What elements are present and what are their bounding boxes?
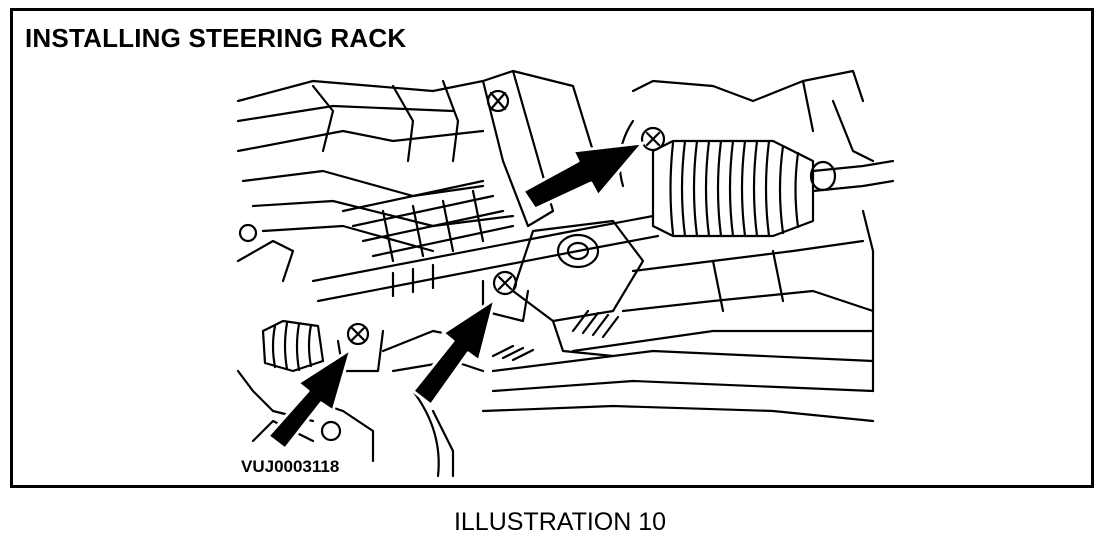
image-reference-code: VUJ0003118 (241, 457, 340, 476)
diagram-title: INSTALLING STEERING RACK (25, 23, 407, 53)
steering-rack-drawing (236, 69, 895, 478)
illustration-caption: ILLUSTRATION 10 (453, 508, 667, 536)
illustration-frame: INSTALLING STEERING RACK (10, 8, 1094, 488)
lower-bolt-arrow (266, 347, 353, 451)
middle-bolt-arrow (411, 297, 497, 407)
upper-bolt-arrow (521, 141, 645, 211)
